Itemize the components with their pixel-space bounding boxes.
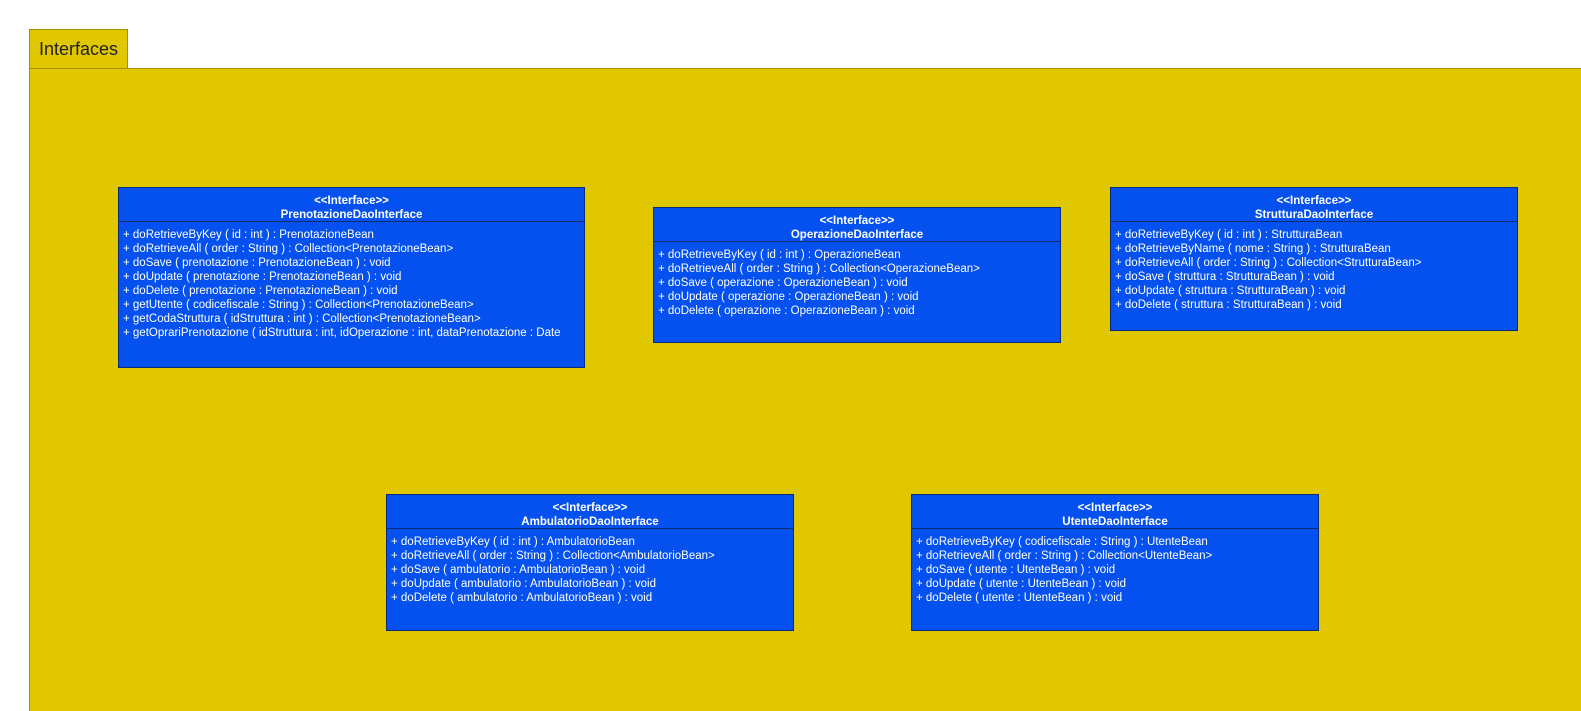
interface-name: UtenteDaoInterface (1062, 516, 1168, 528)
interface-name: PrenotazioneDaoInterface (280, 209, 423, 221)
operation: + getOprariPrenotazione ( idStruttura : … (123, 327, 561, 339)
interface-name: StrutturaDaoInterface (1254, 209, 1374, 221)
interface-header: <<Interface>> UtenteDaoInterface (912, 495, 1318, 529)
interface-stereotype: <<Interface>> (1077, 502, 1153, 514)
interface-name: AmbulatorioDaoInterface (521, 516, 659, 528)
operation: + doSave ( ambulatorio : AmbulatorioBean… (391, 564, 646, 576)
operation: + doUpdate ( ambulatorio : AmbulatorioBe… (391, 578, 656, 590)
operation: + doUpdate ( prenotazione : Prenotazione… (123, 271, 402, 283)
interface-header: <<Interface>> AmbulatorioDaoInterface (387, 495, 793, 529)
operation: + doUpdate ( utente : UtenteBean ) : voi… (916, 578, 1127, 590)
operation: + doRetrieveByKey ( id : int ) : Operazi… (658, 249, 901, 261)
interface-header: <<Interface>> OperazioneDaoInterface (654, 208, 1060, 242)
operation: + doUpdate ( operazione : OperazioneBean… (658, 291, 919, 303)
operation: + doDelete ( struttura : StrutturaBean )… (1115, 299, 1342, 311)
interface-stereotype: <<Interface>> (552, 502, 628, 514)
operation: + doRetrieveAll ( order : String ) : Col… (123, 243, 454, 255)
operation: + doRetrieveAll ( order : String ) : Col… (391, 550, 715, 562)
interface-utente[interactable]: <<Interface>> UtenteDaoInterface + doRet… (911, 494, 1319, 631)
interface-operations: + doRetrieveByKey ( id : int ) : Prenota… (119, 222, 584, 340)
operation: + doRetrieveByKey ( codicefiscale : Stri… (916, 536, 1208, 548)
operation: + doRetrieveByKey ( id : int ) : Ambulat… (391, 536, 635, 548)
operation: + doRetrieveAll ( order : String ) : Col… (1115, 257, 1422, 269)
package-body (29, 68, 1581, 711)
interface-stereotype: <<Interface>> (819, 215, 895, 227)
operation: + doRetrieveByKey ( id : int ) : Prenota… (123, 229, 374, 241)
interface-operazione[interactable]: <<Interface>> OperazioneDaoInterface + d… (653, 207, 1061, 343)
interface-ambulatorio[interactable]: <<Interface>> AmbulatorioDaoInterface + … (386, 494, 794, 631)
operation: + doSave ( utente : UtenteBean ) : void (916, 564, 1116, 576)
operation: + doDelete ( ambulatorio : AmbulatorioBe… (391, 592, 653, 604)
interface-header: <<Interface>> PrenotazioneDaoInterface (119, 188, 584, 222)
interface-name: OperazioneDaoInterface (790, 229, 924, 241)
operation: + doRetrieveAll ( order : String ) : Col… (916, 550, 1213, 562)
operation: + doRetrieveAll ( order : String ) : Col… (658, 263, 980, 275)
interface-operations: + doRetrieveByKey ( id : int ) : Operazi… (654, 242, 1060, 318)
interface-operations: + doRetrieveByKey ( id : int ) : Struttu… (1111, 222, 1517, 312)
operation: + doSave ( struttura : StrutturaBean ) :… (1115, 271, 1335, 283)
operation: + getUtente ( codicefiscale : String ) :… (123, 299, 474, 311)
interface-struttura[interactable]: <<Interface>> StrutturaDaoInterface + do… (1110, 187, 1518, 331)
interface-header: <<Interface>> StrutturaDaoInterface (1111, 188, 1517, 222)
interface-stereotype: <<Interface>> (1276, 195, 1352, 207)
operation: + doSave ( prenotazione : PrenotazioneBe… (123, 257, 391, 269)
operation: + doSave ( operazione : OperazioneBean )… (658, 277, 908, 289)
package-label: Interfaces (39, 39, 119, 59)
operation: + doRetrieveByKey ( id : int ) : Struttu… (1115, 229, 1343, 241)
interface-prenotazione[interactable]: <<Interface>> PrenotazioneDaoInterface +… (118, 187, 585, 368)
operation: + getCodaStruttura ( idStruttura : int )… (123, 313, 481, 325)
operation: + doDelete ( utente : UtenteBean ) : voi… (916, 592, 1123, 604)
interface-stereotype: <<Interface>> (314, 195, 389, 207)
operation: + doDelete ( operazione : OperazioneBean… (658, 305, 915, 317)
interface-operations: + doRetrieveByKey ( codicefiscale : Stri… (912, 529, 1318, 605)
operation: + doDelete ( prenotazione : Prenotazione… (123, 285, 398, 297)
package-tab[interactable]: Interfaces (29, 29, 128, 68)
interface-operations: + doRetrieveByKey ( id : int ) : Ambulat… (387, 529, 793, 605)
operation: + doUpdate ( struttura : StrutturaBean )… (1115, 285, 1346, 297)
operation: + doRetrieveByName ( nome : String ) : S… (1115, 243, 1391, 255)
